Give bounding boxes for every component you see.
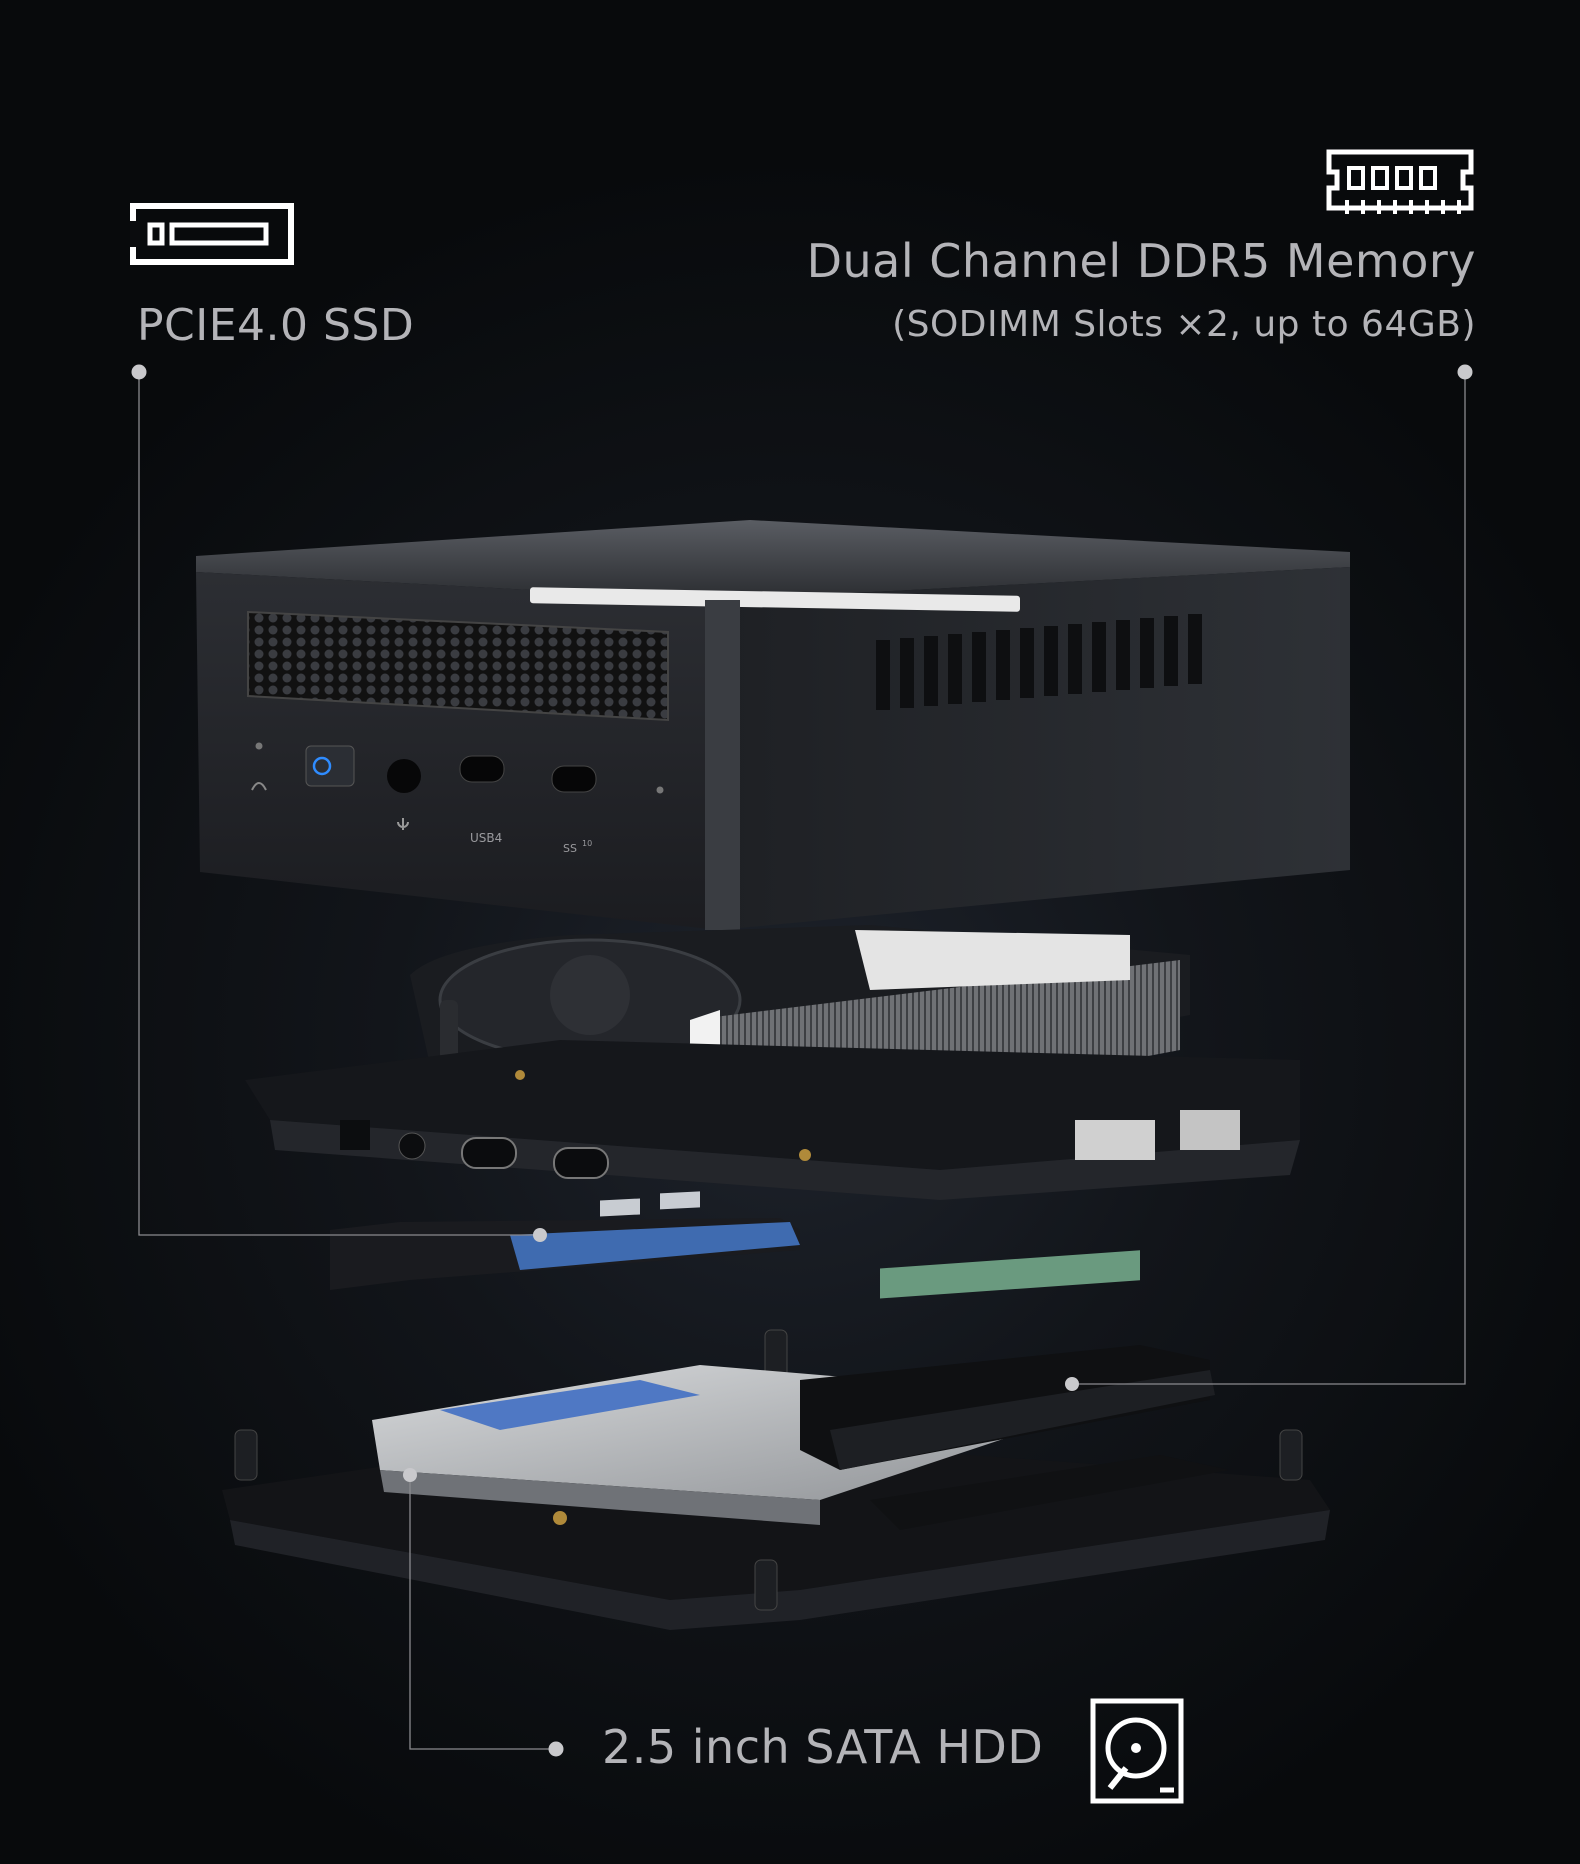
hdd-anchor-dot	[548, 1741, 564, 1757]
ssd-leader-line	[138, 372, 540, 1236]
ssd-target-dot	[533, 1228, 547, 1242]
memory-target-dot	[1065, 1377, 1079, 1391]
memory-subtitle: (SODIMM Slots ×2, up to 64GB)	[892, 304, 1476, 345]
ssd-icon	[130, 203, 294, 265]
ssd-module	[330, 1191, 800, 1290]
usb-ss-port-label: SS	[563, 842, 577, 855]
hard-drive-icon	[1090, 1698, 1184, 1804]
memory-leader-line	[1072, 372, 1466, 1385]
usb-ss-speed-label: 10	[582, 839, 592, 848]
ssd-anchor-dot	[131, 364, 147, 380]
usb4-port-label: USB4	[470, 831, 502, 845]
memory-anchor-dot	[1457, 364, 1473, 380]
memory-title: Dual Channel DDR5 Memory	[806, 234, 1476, 288]
ram-module-icon	[1325, 148, 1475, 216]
chassis-base	[222, 1250, 1330, 1630]
hdd-label: 2.5 inch SATA HDD	[602, 1720, 1044, 1774]
motherboard	[245, 1040, 1300, 1200]
chassis-top	[196, 520, 1350, 930]
ssd-label: PCIE4.0 SSD	[137, 300, 415, 351]
hdd-target-dot	[403, 1468, 417, 1482]
hdd-leader-line	[409, 1475, 556, 1750]
